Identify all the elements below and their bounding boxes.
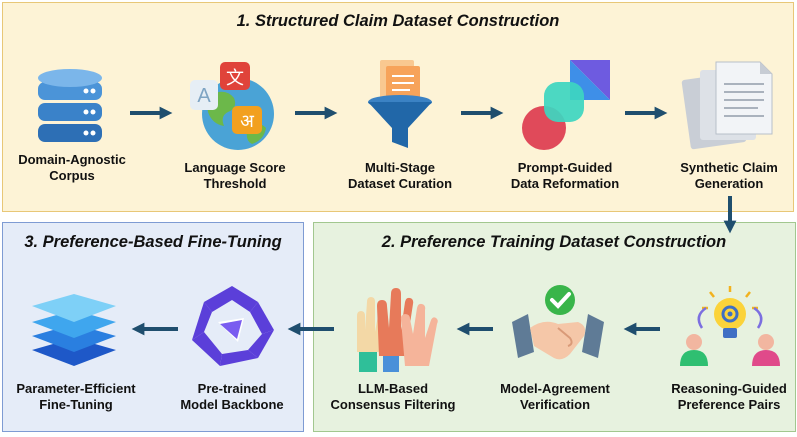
documents-icon [681, 61, 773, 150]
lightbulb-people-icon [680, 286, 780, 366]
globe-translate-icon: A 文 अ [190, 62, 274, 150]
raised-hands-icon [357, 288, 438, 372]
panel-1-title: 1. Structured Claim Dataset Construction [236, 12, 560, 30]
glyph-a: A [197, 85, 211, 107]
database-icon [38, 69, 102, 142]
layers-icon [32, 294, 116, 366]
handshake-check-icon [512, 285, 604, 360]
funnel-icon [368, 60, 432, 148]
panel-2-title: 2. Preference Training Dataset Construct… [381, 233, 727, 251]
glyph-zh: 文 [226, 68, 244, 89]
shapes-icon [522, 60, 610, 150]
panel-3-title: 3. Preference-Based Fine-Tuning [24, 233, 282, 251]
glyph-hi: अ [240, 111, 255, 132]
model-logo-icon [192, 286, 274, 366]
